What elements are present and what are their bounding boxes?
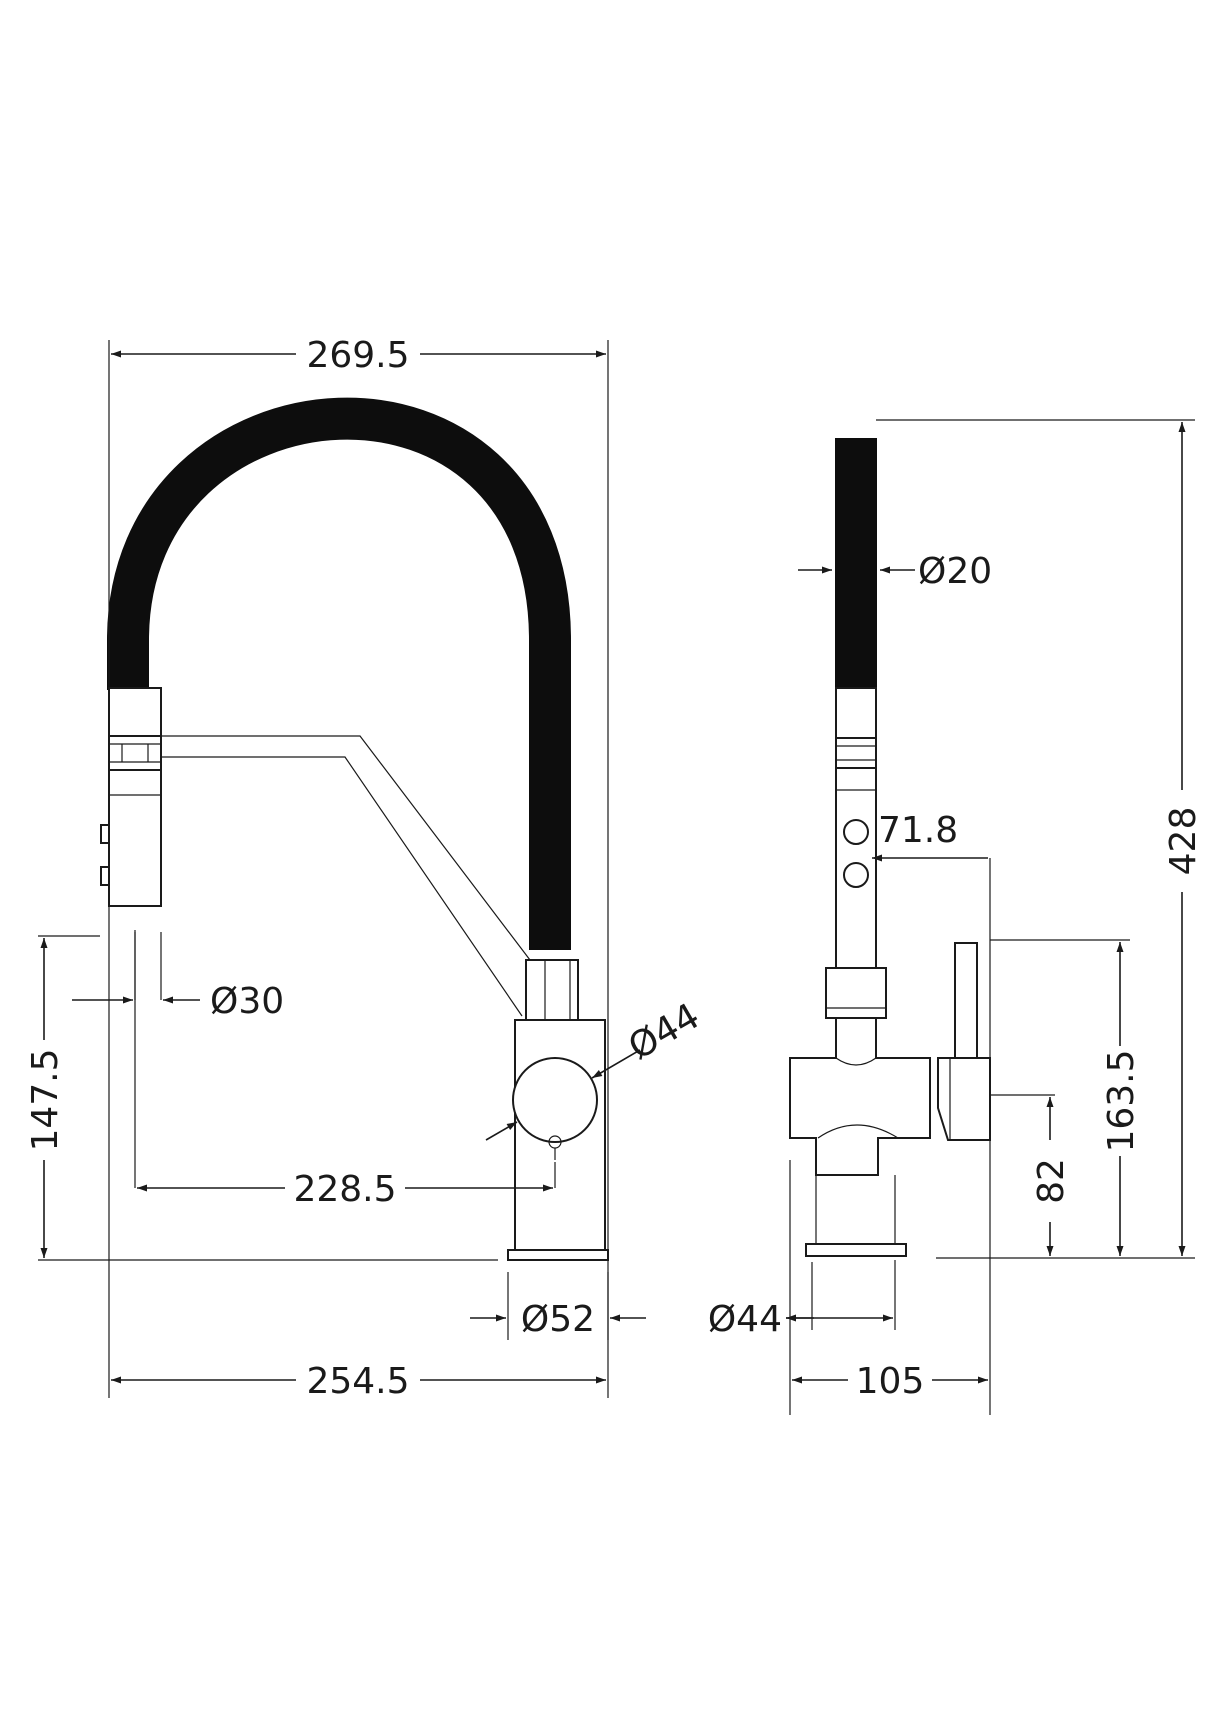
dim-spout-reach: 228.5 bbox=[293, 1169, 396, 1210]
front-view: 269.5 147.5 Ø30 228.5 Ø44 Ø52 254.5 bbox=[25, 335, 707, 1402]
dim-handle-height: 163.5 bbox=[1101, 1049, 1142, 1152]
dim-overall-depth: 105 bbox=[856, 1361, 925, 1402]
dim-body-diameter: Ø44 bbox=[622, 996, 707, 1069]
front-body bbox=[507, 959, 609, 1261]
dim-lever-height: 82 bbox=[1031, 1158, 1072, 1204]
front-hose bbox=[107, 397, 571, 950]
dim-overall-height: 428 bbox=[1163, 807, 1204, 876]
side-handle bbox=[937, 942, 991, 1141]
dim-base-depth: 254.5 bbox=[306, 1361, 409, 1402]
spray-button-upper bbox=[100, 824, 110, 844]
dim-handle-offset: 71.8 bbox=[878, 810, 958, 851]
dim-spout-head-height: 147.5 bbox=[25, 1048, 66, 1151]
dim-spout-head-diameter: Ø30 bbox=[210, 981, 284, 1022]
spray-head bbox=[100, 687, 162, 907]
side-button-upper bbox=[843, 819, 869, 845]
dim-overall-width: 269.5 bbox=[306, 335, 409, 376]
dim-base-diameter-side: Ø44 bbox=[708, 1299, 782, 1340]
side-view: Ø20 428 71.8 163.5 82 Ø44 105 bbox=[708, 419, 1204, 1415]
side-button-lower bbox=[843, 862, 869, 888]
spout-arm-outline bbox=[161, 735, 531, 961]
side-body bbox=[789, 1017, 931, 1257]
dim-base-diameter-front: Ø52 bbox=[521, 1299, 595, 1340]
dim-hose-diameter: Ø20 bbox=[918, 551, 992, 592]
spray-button-lower bbox=[100, 866, 110, 886]
side-spray-head bbox=[835, 687, 877, 969]
